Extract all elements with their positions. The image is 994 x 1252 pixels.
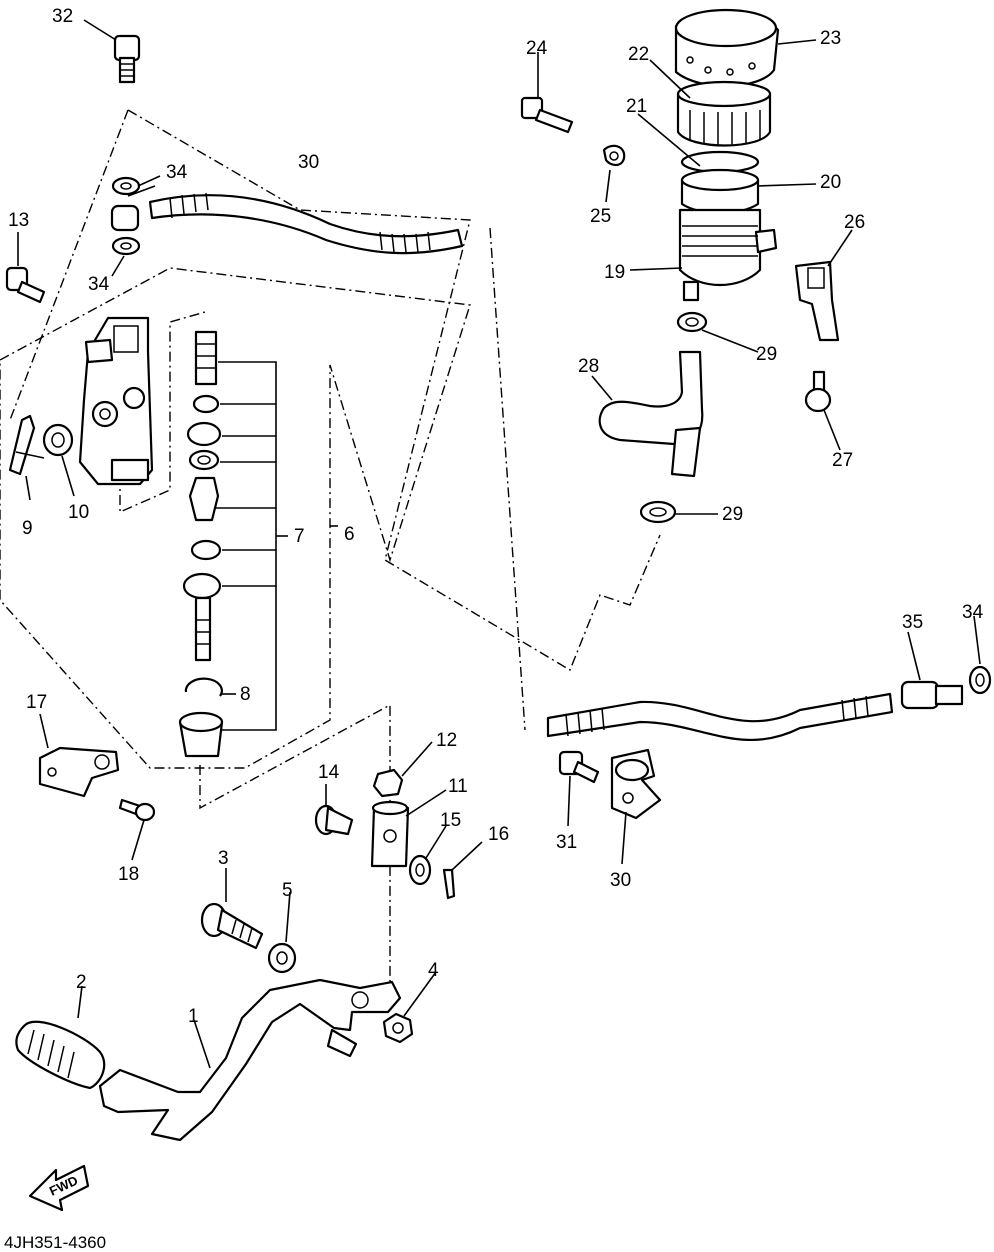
callout-4: 4 <box>428 960 439 981</box>
bolt-part-32 <box>558 750 600 784</box>
callout-27: 27 <box>832 450 853 471</box>
nut-part-4 <box>382 1012 414 1044</box>
callout-25: 25 <box>590 206 611 227</box>
callout-17: 17 <box>26 692 47 713</box>
banjo-part-35 <box>900 680 964 710</box>
callout-16: 16 <box>488 824 509 845</box>
callout-2: 2 <box>76 972 87 993</box>
master-cylinder-body <box>78 316 154 486</box>
gasket-part-34-upper <box>110 176 141 256</box>
hose-guide-part-31 <box>610 748 662 820</box>
reservoir-cap-ring-part-23 <box>674 8 780 88</box>
callout-26: 26 <box>844 212 865 233</box>
callout-29-b: 29 <box>722 504 743 525</box>
pin-part-14 <box>314 804 354 836</box>
brake-pedal-part-1 <box>98 978 402 1142</box>
callout-30: 30 <box>298 152 319 173</box>
reservoir-hose-part-28 <box>598 350 704 478</box>
union-bolt-part-33 <box>113 34 141 84</box>
bolt-part-13 <box>5 266 46 304</box>
lower-brake-hose <box>546 692 894 742</box>
clevis-part-11 <box>370 800 410 868</box>
forward-arrow-icon: FWD <box>28 1164 90 1212</box>
callout-6: 6 <box>344 524 355 545</box>
callout-15: 15 <box>440 810 461 831</box>
group-outlines <box>0 109 661 990</box>
callout-21: 21 <box>626 96 647 117</box>
callout-28: 28 <box>578 356 599 377</box>
callout-22: 22 <box>628 44 649 65</box>
callout-13: 13 <box>8 210 29 231</box>
callout-1: 1 <box>188 1006 199 1027</box>
nut-part-10 <box>42 423 74 457</box>
washer-part-15 <box>408 854 432 886</box>
bolt-part-18 <box>118 798 156 822</box>
callout-23: 23 <box>820 28 841 49</box>
callout-7: 7 <box>294 526 305 547</box>
callout-32: 31 <box>556 832 577 853</box>
callout-35: 35 <box>902 612 923 633</box>
bolt-part-27 <box>804 370 832 413</box>
pin-part-9 <box>8 414 45 476</box>
callout-19: 19 <box>604 262 625 283</box>
bolt-part-24 <box>520 96 574 134</box>
callout-3: 3 <box>218 848 229 869</box>
callout-10: 10 <box>68 502 89 523</box>
piston-kit-stack <box>178 330 224 758</box>
callout-34-b: 34 <box>88 274 110 295</box>
drawing-code: 4JH351-4360 <box>4 1233 106 1252</box>
diaphragm-plate-part-20 <box>680 168 760 215</box>
callout-31: 30 <box>610 870 631 891</box>
callout-9: 9 <box>22 518 33 539</box>
callout-20: 20 <box>820 172 841 193</box>
brake-hose-part-30 <box>148 192 464 255</box>
callout-33: 32 <box>52 6 73 27</box>
cotter-pin-part-16 <box>442 868 456 900</box>
bolt-part-3 <box>200 902 264 950</box>
reservoir-tank-part-19 <box>678 208 778 302</box>
callout-29-a: 29 <box>756 344 777 365</box>
callout-11: 11 <box>448 776 468 797</box>
callout-numbers: 32 34 34 13 9 10 7 6 8 17 18 14 12 11 15… <box>8 6 984 1027</box>
leader-lines <box>17 19 981 1069</box>
washer-part-5 <box>267 942 297 974</box>
nut-part-12 <box>372 768 404 798</box>
callout-34-c: 34 <box>962 602 984 623</box>
callout-18: 18 <box>118 864 139 885</box>
callout-24: 24 <box>526 38 548 59</box>
callout-12: 12 <box>436 730 457 751</box>
clamp-part-29-lower <box>639 500 677 524</box>
callout-14: 14 <box>318 762 340 783</box>
callout-8: 8 <box>240 684 251 705</box>
callout-34-a: 34 <box>166 162 188 183</box>
bracket-part-17 <box>38 746 120 798</box>
bracket-part-26 <box>794 260 840 342</box>
footpeg-rubber-part-2 <box>15 1020 106 1090</box>
gasket-part-34-right <box>968 665 992 695</box>
reservoir-cap-part-22 <box>676 80 772 147</box>
callout-5: 5 <box>282 880 293 901</box>
clip-part-25 <box>602 144 626 167</box>
clamp-part-29-upper <box>676 311 708 333</box>
